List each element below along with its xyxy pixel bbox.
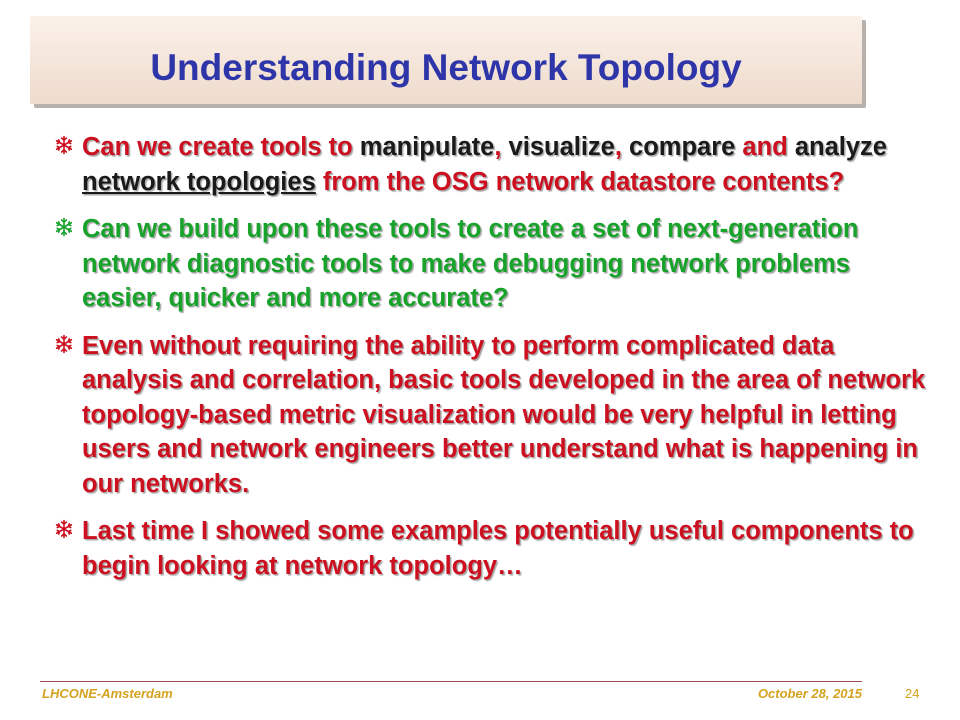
snowflake-icon <box>54 519 74 539</box>
snowflake-icon <box>54 217 74 237</box>
bullet-text-segment: , <box>614 133 630 161</box>
bullet-item: Last time I showed some examples potenti… <box>48 514 928 583</box>
footer-date: October 28, 2015 <box>757 686 862 701</box>
bullet-text-segment: Last time I showed some examples potenti… <box>82 517 914 580</box>
bullet-text-segment: Even without requiring the ability to pe… <box>82 331 926 498</box>
snowflake-icon <box>54 334 74 354</box>
bullet-list: Can we create tools to manipulate, visua… <box>48 130 928 596</box>
bullet-text: Even without requiring the ability to pe… <box>82 329 928 502</box>
bullet-text-segment: and <box>735 133 795 161</box>
bullet-text-segment: from the OSG network datastore contents? <box>315 167 845 196</box>
bullet-item: Can we create tools to manipulate, visua… <box>48 130 928 199</box>
bullet-text-segment: Can we create tools to <box>82 133 360 161</box>
bullet-text-segment: analyze <box>794 133 887 161</box>
footer-divider <box>40 681 862 682</box>
bullet-item: Even without requiring the ability to pe… <box>48 329 928 502</box>
page-number: 24 <box>905 686 920 701</box>
bullet-text: Can we build upon these tools to create … <box>82 212 928 316</box>
footer-event: LHCONE-Amsterdam <box>42 686 173 701</box>
bullet-text-segment: manipulate <box>359 133 495 161</box>
slide-title: Understanding Network Topology <box>150 47 742 88</box>
bullet-text-segment: Can we build upon these tools to create … <box>82 215 859 312</box>
bullet-text-segment: , <box>494 133 509 161</box>
bullet-text: Last time I showed some examples potenti… <box>82 514 928 583</box>
bullet-text-segment: network topologies <box>82 167 316 196</box>
title-box: Understanding Network Topology <box>30 16 862 104</box>
snowflake-icon <box>54 135 74 155</box>
bullet-text-segment: visualize <box>508 133 615 161</box>
bullet-item: Can we build upon these tools to create … <box>48 212 928 316</box>
bullet-text-segment: compare <box>629 133 736 161</box>
bullet-text: Can we create tools to manipulate, visua… <box>82 130 928 199</box>
